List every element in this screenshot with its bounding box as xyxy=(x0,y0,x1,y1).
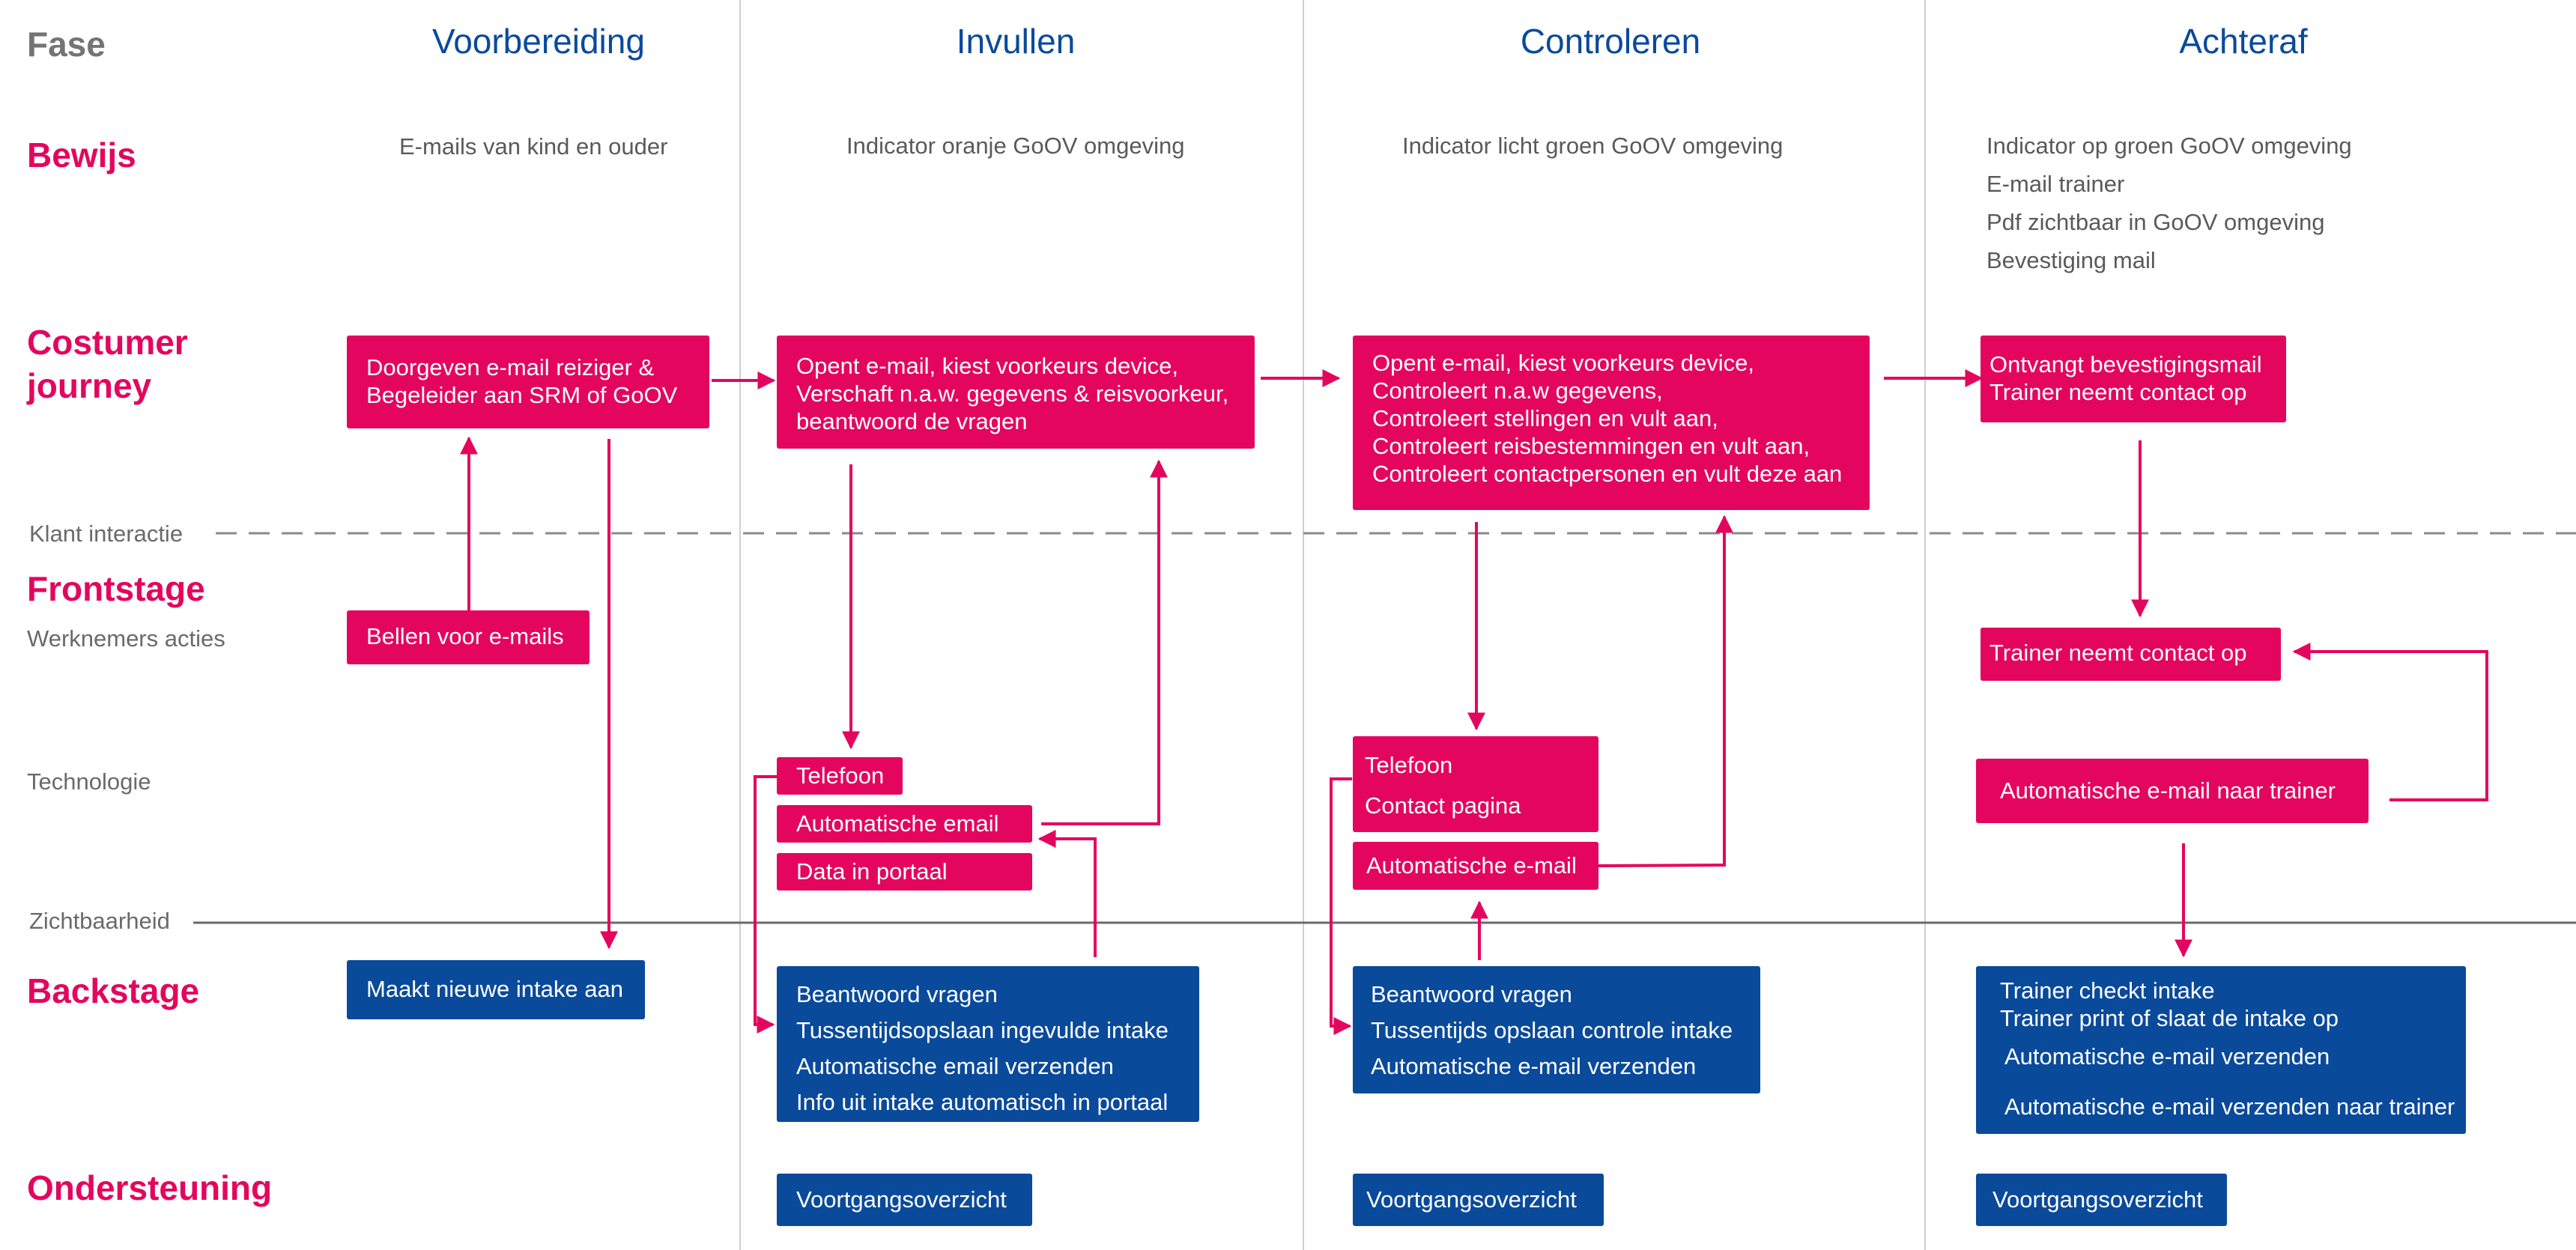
flow-arrows xyxy=(460,369,2488,1035)
frontstage-box-voorbereiding: Bellen voor e-mails xyxy=(347,610,590,664)
row-label-customer-journey: Costumer journey xyxy=(27,321,188,407)
evidence-achteraf-item: Pdf zichtbaar in GoOV omgeving xyxy=(1986,209,2325,235)
label-zichtbaarheid: Zichtbaarheid xyxy=(29,908,170,934)
arrow-telefoon-to-backstage-c xyxy=(1330,777,1352,1035)
journey-line: beantwoord de vragen xyxy=(796,408,1028,434)
tech-box-automatische-email: Automatische email xyxy=(777,805,1032,843)
frontstage-box-achteraf: Trainer neemt contact op xyxy=(1981,628,2281,681)
tech-line: Telefoon xyxy=(1365,752,1453,778)
row-label-customer-journey-line-2: journey xyxy=(27,366,152,405)
evidence-achteraf-item: E-mail trainer xyxy=(1986,171,2125,197)
backstage-line: Trainer checkt intake xyxy=(2000,977,2215,1004)
backstage-line: Automatische e-mail verzenden xyxy=(1371,1053,1697,1079)
backstage-line: Automatische e-mail verzenden naar train… xyxy=(2004,1093,2455,1120)
journey-line: Controleert n.a.w gegevens, xyxy=(1372,377,1663,404)
phase-title-controleren: Controleren xyxy=(1520,22,1701,61)
label-werknemers-acties: Werknemers acties xyxy=(27,625,225,652)
tech-line: Contact pagina xyxy=(1365,792,1521,819)
journey-line: Controleert reisbestemmingen en vult aan… xyxy=(1372,433,1810,459)
backstage-box-voorbereiding: Maakt nieuwe intake aan xyxy=(347,960,645,1019)
journey-box-controleren: Opent e-mail, kiest voorkeurs device, Co… xyxy=(1353,336,1870,510)
arrow-automail-to-journey-c xyxy=(1598,515,1733,867)
journey-line: Controleert contactpersonen en vult deze… xyxy=(1372,461,1843,487)
evidence-achteraf-item: Indicator op groen GoOV omgeving xyxy=(1986,133,2352,159)
backstage-line: Info uit intake automatisch in portaal xyxy=(796,1089,1169,1115)
journey-line: Opent e-mail, kiest voorkeurs device, xyxy=(796,353,1178,379)
support-box-achteraf: Voortgangsoverzicht xyxy=(1976,1174,2227,1226)
phase-title-achteraf: Achteraf xyxy=(2179,22,2308,61)
phase-title-invullen: Invullen xyxy=(956,22,1076,61)
journey-box-achteraf: Ontvangt bevestigingsmail Trainer neemt … xyxy=(1981,336,2286,422)
label-technologie: Technologie xyxy=(27,768,151,795)
row-label-customer-journey-line-1: Costumer xyxy=(27,323,188,362)
journey-line: Ontvangt bevestigingsmail xyxy=(1989,351,2262,377)
fase-label: Fase xyxy=(27,25,106,64)
backstage-box-controleren: Beantwoord vragen Tussentijds opslaan co… xyxy=(1353,966,1760,1093)
tech-box-automatische-mail-trainer: Automatische e-mail naar trainer xyxy=(1976,759,2369,823)
evidence-achteraf: Indicator op groen GoOV omgeving E-mail … xyxy=(1986,127,2352,279)
journey-line: Begeleider aan SRM of GoOV xyxy=(366,382,678,408)
journey-line: Controleert stellingen en vult aan, xyxy=(1372,405,1718,431)
label-klant-interactie: Klant interactie xyxy=(29,521,184,547)
arrow-backstage-to-autoemail xyxy=(1037,830,1097,957)
journey-line: Trainer neemt contact op xyxy=(1989,379,2247,405)
evidence-invullen: Indicator oranje GoOV omgeving xyxy=(846,133,1185,159)
backstage-line: Trainer print of slaat de intake op xyxy=(2000,1005,2339,1031)
evidence-achteraf-item: Bevestiging mail xyxy=(1986,247,2156,273)
evidence-voorbereiding: E-mails van kind en ouder xyxy=(399,133,668,160)
backstage-line: Beantwoord vragen xyxy=(1371,981,1572,1007)
tech-box-telefoon-contact: Telefoon Contact pagina xyxy=(1353,736,1598,832)
journey-line: Verschaft n.a.w. gegevens & reisvoorkeur… xyxy=(796,380,1229,407)
support-box-invullen: Voortgangsoverzicht xyxy=(777,1174,1032,1226)
arrow-automail-to-trainer xyxy=(2292,643,2488,801)
support-box-controleren: Voortgangsoverzicht xyxy=(1353,1174,1604,1226)
column-dividers xyxy=(739,0,1926,1250)
evidence-controleren: Indicator licht groen GoOV omgeving xyxy=(1402,133,1783,159)
phase-title-voorbereiding: Voorbereiding xyxy=(432,22,645,61)
backstage-line: Beantwoord vragen xyxy=(796,981,998,1007)
journey-box-invullen: Opent e-mail, kiest voorkeurs device, Ve… xyxy=(777,336,1255,449)
row-label-ondersteuning: Ondersteuning xyxy=(27,1168,273,1207)
backstage-line: Tussentijds opslaan controle intake xyxy=(1371,1017,1733,1043)
row-label-bewijs: Bewijs xyxy=(27,136,136,175)
tech-box-automatische-e-mail: Automatische e-mail xyxy=(1353,842,1598,890)
journey-line: Doorgeven e-mail reiziger & xyxy=(366,354,655,380)
backstage-line: Tussentijdsopslaan ingevulde intake xyxy=(796,1017,1169,1043)
arrow-telefoon-to-backstage xyxy=(754,775,777,1034)
backstage-box-invullen: Beantwoord vragen Tussentijdsopslaan ing… xyxy=(777,966,1199,1122)
tech-box-telefoon: Telefoon xyxy=(777,757,903,795)
row-label-backstage: Backstage xyxy=(27,971,200,1010)
journey-box-voorbereiding: Doorgeven e-mail reiziger & Begeleider a… xyxy=(347,336,709,428)
tech-box-data-portaal: Data in portaal xyxy=(777,853,1032,891)
backstage-box-achteraf: Trainer checkt intake Trainer print of s… xyxy=(1976,966,2466,1134)
backstage-line: Automatische e-mail verzenden xyxy=(2004,1043,2330,1070)
row-label-frontstage: Frontstage xyxy=(27,569,205,608)
arrow-autoemail-to-journey xyxy=(1041,459,1168,825)
backstage-line: Automatische email verzenden xyxy=(796,1053,1114,1079)
journey-line: Opent e-mail, kiest voorkeurs device, xyxy=(1372,350,1754,376)
